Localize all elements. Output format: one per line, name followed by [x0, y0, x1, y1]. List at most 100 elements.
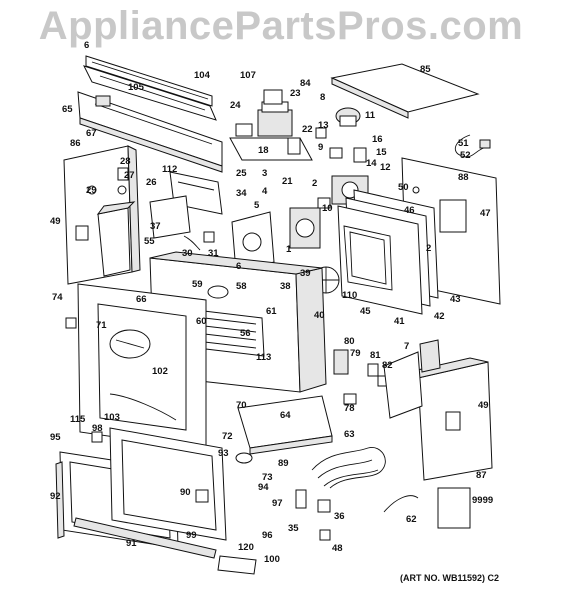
part-9999 — [437, 487, 471, 529]
right-side-panel-87 — [399, 357, 493, 481]
callout-67: 67 — [86, 128, 97, 139]
callout-30: 30 — [182, 248, 193, 259]
callout-112: 112 — [162, 164, 177, 175]
callout-56: 56 — [240, 328, 251, 339]
callout-40: 40 — [314, 310, 325, 321]
callout-16: 16 — [372, 134, 383, 145]
magnetron-1 — [289, 207, 321, 249]
panel-41 — [337, 205, 423, 315]
callout-9: 9 — [318, 142, 323, 153]
callout-26: 26 — [146, 177, 157, 188]
watermark: AppliancePartsPros.com — [38, 4, 524, 48]
callout-38: 38 — [280, 281, 291, 292]
fan-motor-8 — [335, 107, 361, 127]
callout-10: 10 — [322, 203, 333, 214]
callout-42: 42 — [434, 311, 445, 322]
callout-81: 81 — [370, 350, 381, 361]
callout-47: 47 — [480, 208, 491, 219]
control-panel-65-67 — [77, 91, 223, 173]
part-74-clip — [65, 317, 77, 329]
callout-11: 11 — [365, 110, 376, 121]
callout-18: 18 — [258, 145, 269, 156]
part-22 — [287, 137, 301, 155]
callout-62: 62 — [406, 514, 417, 525]
callout-113: 113 — [256, 352, 271, 363]
callout-25: 25 — [236, 168, 247, 179]
callout-43: 43 — [450, 294, 461, 305]
callout-1: 1 — [286, 244, 292, 255]
bracket-7 — [383, 339, 441, 419]
callout-74: 74 — [52, 292, 63, 303]
callout-61: 61 — [266, 306, 277, 317]
callout-2: 2 — [312, 178, 317, 189]
part-90 — [195, 489, 209, 503]
part-24 — [235, 123, 253, 137]
trim-105 — [83, 65, 217, 121]
callout-96: 96 — [262, 530, 273, 541]
part-100 — [217, 555, 257, 575]
callout-52: 52 — [460, 150, 471, 161]
callout-41: 41 — [394, 316, 405, 327]
callout-58: 58 — [236, 281, 247, 292]
callout-15: 15 — [376, 147, 387, 158]
callout-49: 49 — [478, 400, 489, 411]
callout-7: 7 — [404, 341, 409, 352]
callout-88: 88 — [458, 172, 469, 183]
callout-80: 80 — [344, 336, 355, 347]
callout-107: 107 — [240, 70, 256, 81]
callout-99: 99 — [186, 530, 197, 541]
callout-21: 21 — [282, 176, 293, 187]
callout-97: 97 — [272, 498, 283, 509]
parts-36-35-48 — [295, 489, 331, 541]
callout-50: 50 — [398, 182, 409, 193]
callout-103: 103 — [104, 412, 120, 423]
bracket-37 — [149, 195, 191, 239]
callout-27: 27 — [124, 170, 135, 181]
callout-2: 2 — [426, 243, 431, 254]
door-glass-93 — [109, 427, 227, 541]
part-72 — [235, 452, 253, 464]
callout-29: 29 — [86, 185, 97, 196]
callout-70: 70 — [236, 400, 247, 411]
callout-102: 102 — [152, 366, 168, 377]
callout-90: 90 — [180, 487, 191, 498]
power-cord-52 — [454, 134, 491, 158]
mount-6 — [231, 211, 275, 273]
callout-72: 72 — [222, 431, 233, 442]
bottom-plate-89 — [237, 395, 333, 455]
callout-110: 110 — [342, 290, 357, 301]
heater-45 — [343, 225, 393, 291]
top-trim-104 — [85, 55, 213, 107]
callout-24: 24 — [230, 100, 241, 111]
callout-71: 71 — [96, 320, 107, 331]
bottom-trim-91 — [73, 517, 217, 559]
callout-95: 95 — [50, 432, 61, 443]
callout-94: 94 — [258, 482, 269, 493]
part-13 — [315, 127, 327, 139]
callout-79: 79 — [350, 348, 361, 359]
part-26-28 — [117, 167, 129, 195]
callout-36: 36 — [334, 511, 345, 522]
callout-8: 8 — [320, 92, 325, 103]
callout-45: 45 — [360, 306, 371, 317]
wire-62 — [383, 495, 419, 513]
part-81 — [367, 363, 379, 377]
callout-85: 85 — [420, 64, 431, 75]
callout-9999: 9999 — [472, 495, 493, 506]
callout-48: 48 — [332, 543, 343, 554]
callout-34: 34 — [236, 188, 247, 199]
callout-5: 5 — [254, 200, 260, 211]
callout-51: 51 — [458, 138, 469, 149]
callout-64: 64 — [280, 410, 291, 421]
callout-23: 23 — [290, 88, 301, 99]
callout-46: 46 — [404, 205, 415, 216]
callout-49: 49 — [50, 216, 61, 227]
wire-harness-63 — [311, 447, 386, 489]
callout-105: 105 — [128, 82, 145, 93]
callout-37: 37 — [150, 221, 161, 232]
callout-98: 98 — [92, 423, 103, 434]
callout-12: 12 — [380, 162, 391, 173]
callout-13: 13 — [318, 120, 329, 131]
